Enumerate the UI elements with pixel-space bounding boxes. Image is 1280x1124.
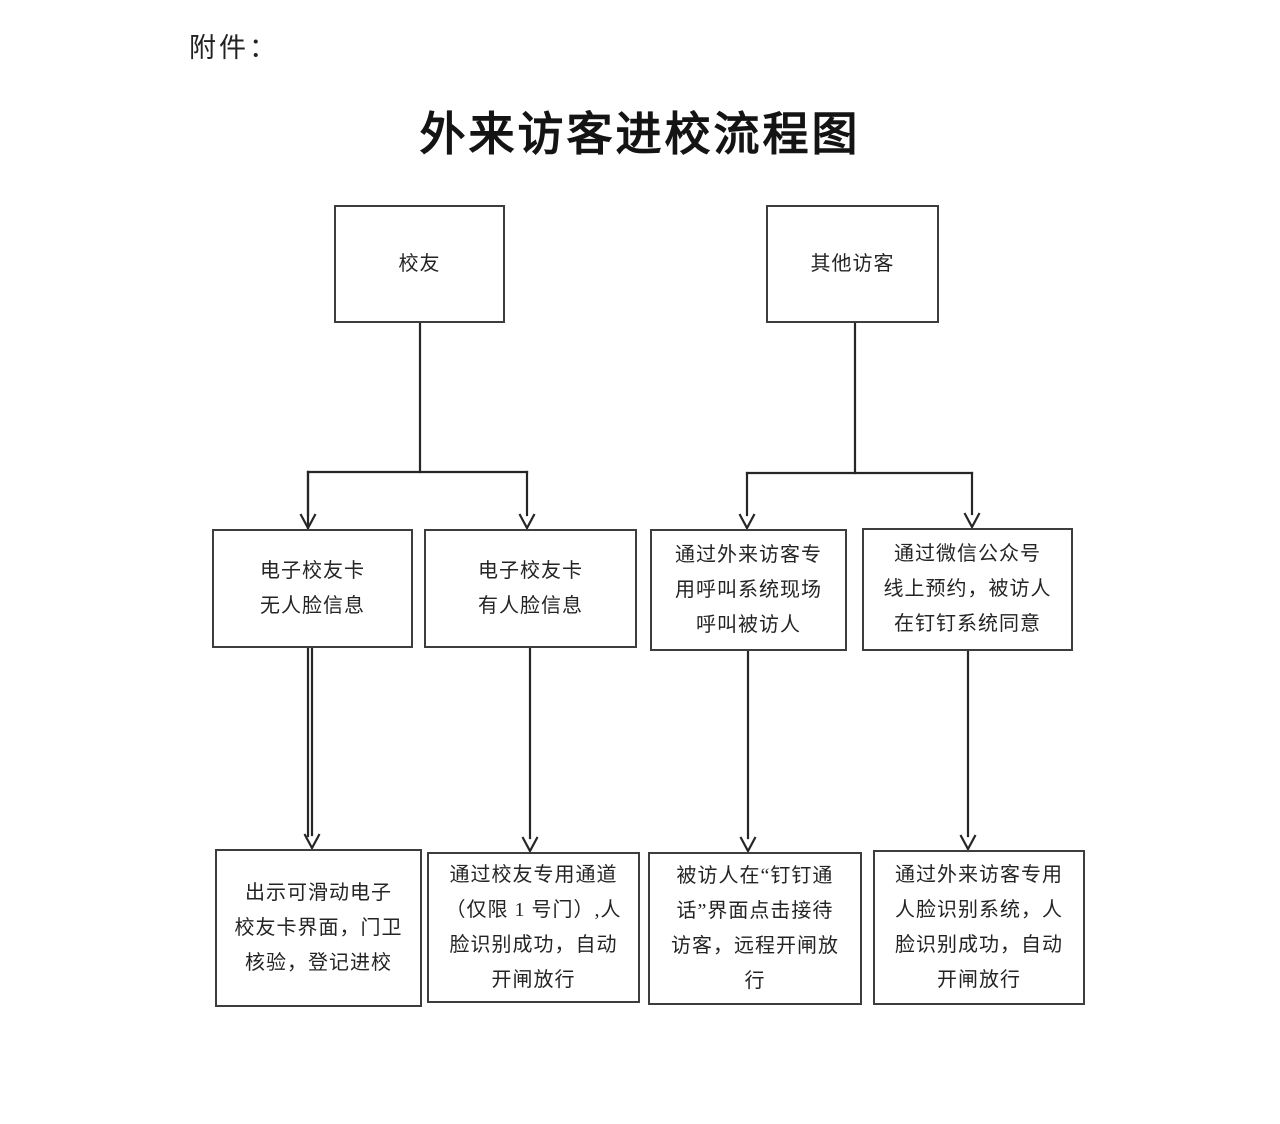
arrow-ecard-no-face-to-show-card [303,647,321,851]
node-line: 通过外来访客专 [675,543,822,566]
branch-alumni-arms [299,470,536,531]
node-line: 电子校友卡 [260,559,365,582]
flow-node-ecard-no-face: 电子校友卡 无人脸信息 [212,529,413,648]
node-line: 人脸识别系统，人 [895,898,1063,921]
branch-other-visitors [738,321,981,531]
flow-node-other-visitors: 其他访客 [766,205,939,323]
node-line: 行 [744,969,766,992]
node-line: 其他访客 [810,252,895,275]
flow-node-alumni-channel: 通过校友专用通道 （仅限 1 号门）,人 脸识别成功，自动 开闸放行 [427,852,640,1003]
arrow-ecard-with-face-to-alumni-channel [521,647,539,854]
node-line: 脸识别成功，自动 [449,933,618,956]
flow-node-call-system: 通过外来访客专 用呼叫系统现场 呼叫被访人 [650,529,847,651]
flow-node-alumni: 校友 [334,205,505,323]
flow-node-wechat-booking: 通过微信公众号 线上预约，被访人 在钉钉系统同意 [862,528,1073,651]
node-line: 访客，远程开闸放 [671,934,839,957]
node-line: 开闸放行 [491,968,576,991]
node-line: 开闸放行 [937,968,1021,991]
node-line: （仅限 1 号门）,人 [445,898,622,921]
node-line: 出示可滑动电子 [245,881,392,904]
node-line: 用呼叫系统现场 [675,578,822,601]
flow-node-show-card: 出示可滑动电子 校友卡界面，门卫 核验，登记进校 [215,849,422,1007]
node-line: 校友卡界面，门卫 [234,916,403,939]
arrow-wechat-booking-to-face-system [959,650,977,852]
node-line: 被访人在“钉钉通 [676,864,834,887]
node-line: 脸识别成功，自动 [895,933,1063,956]
arrow-call-system-to-dingtalk-call [739,650,757,854]
node-line: 线上预约，被访人 [883,578,1052,600]
node-line: 通过外来访客专用 [895,863,1063,886]
node-line: 通过校友专用通道 [449,863,618,886]
node-line: 核验，登记进校 [245,951,392,974]
node-line: 电子校友卡 [478,559,583,582]
node-line: 在钉钉系统同意 [894,613,1041,635]
page-title: 外来访客进校流程图 [419,109,861,160]
flow-node-face-system: 通过外来访客专用 人脸识别系统，人 脸识别成功，自动 开闸放行 [873,850,1085,1005]
node-line: 无人脸信息 [260,594,365,617]
flow-node-ecard-with-face: 电子校友卡 有人脸信息 [424,529,637,648]
attachment-label: 附件： [189,33,279,63]
node-line: 话”界面点击接待 [676,899,834,922]
node-line: 校友 [398,252,441,275]
node-line: 通过微信公众号 [894,543,1041,565]
node-line: 呼叫被访人 [696,613,801,636]
flow-node-dingtalk-call: 被访人在“钉钉通 话”界面点击接待 访客，远程开闸放 行 [648,852,862,1005]
node-line: 有人脸信息 [478,594,583,617]
